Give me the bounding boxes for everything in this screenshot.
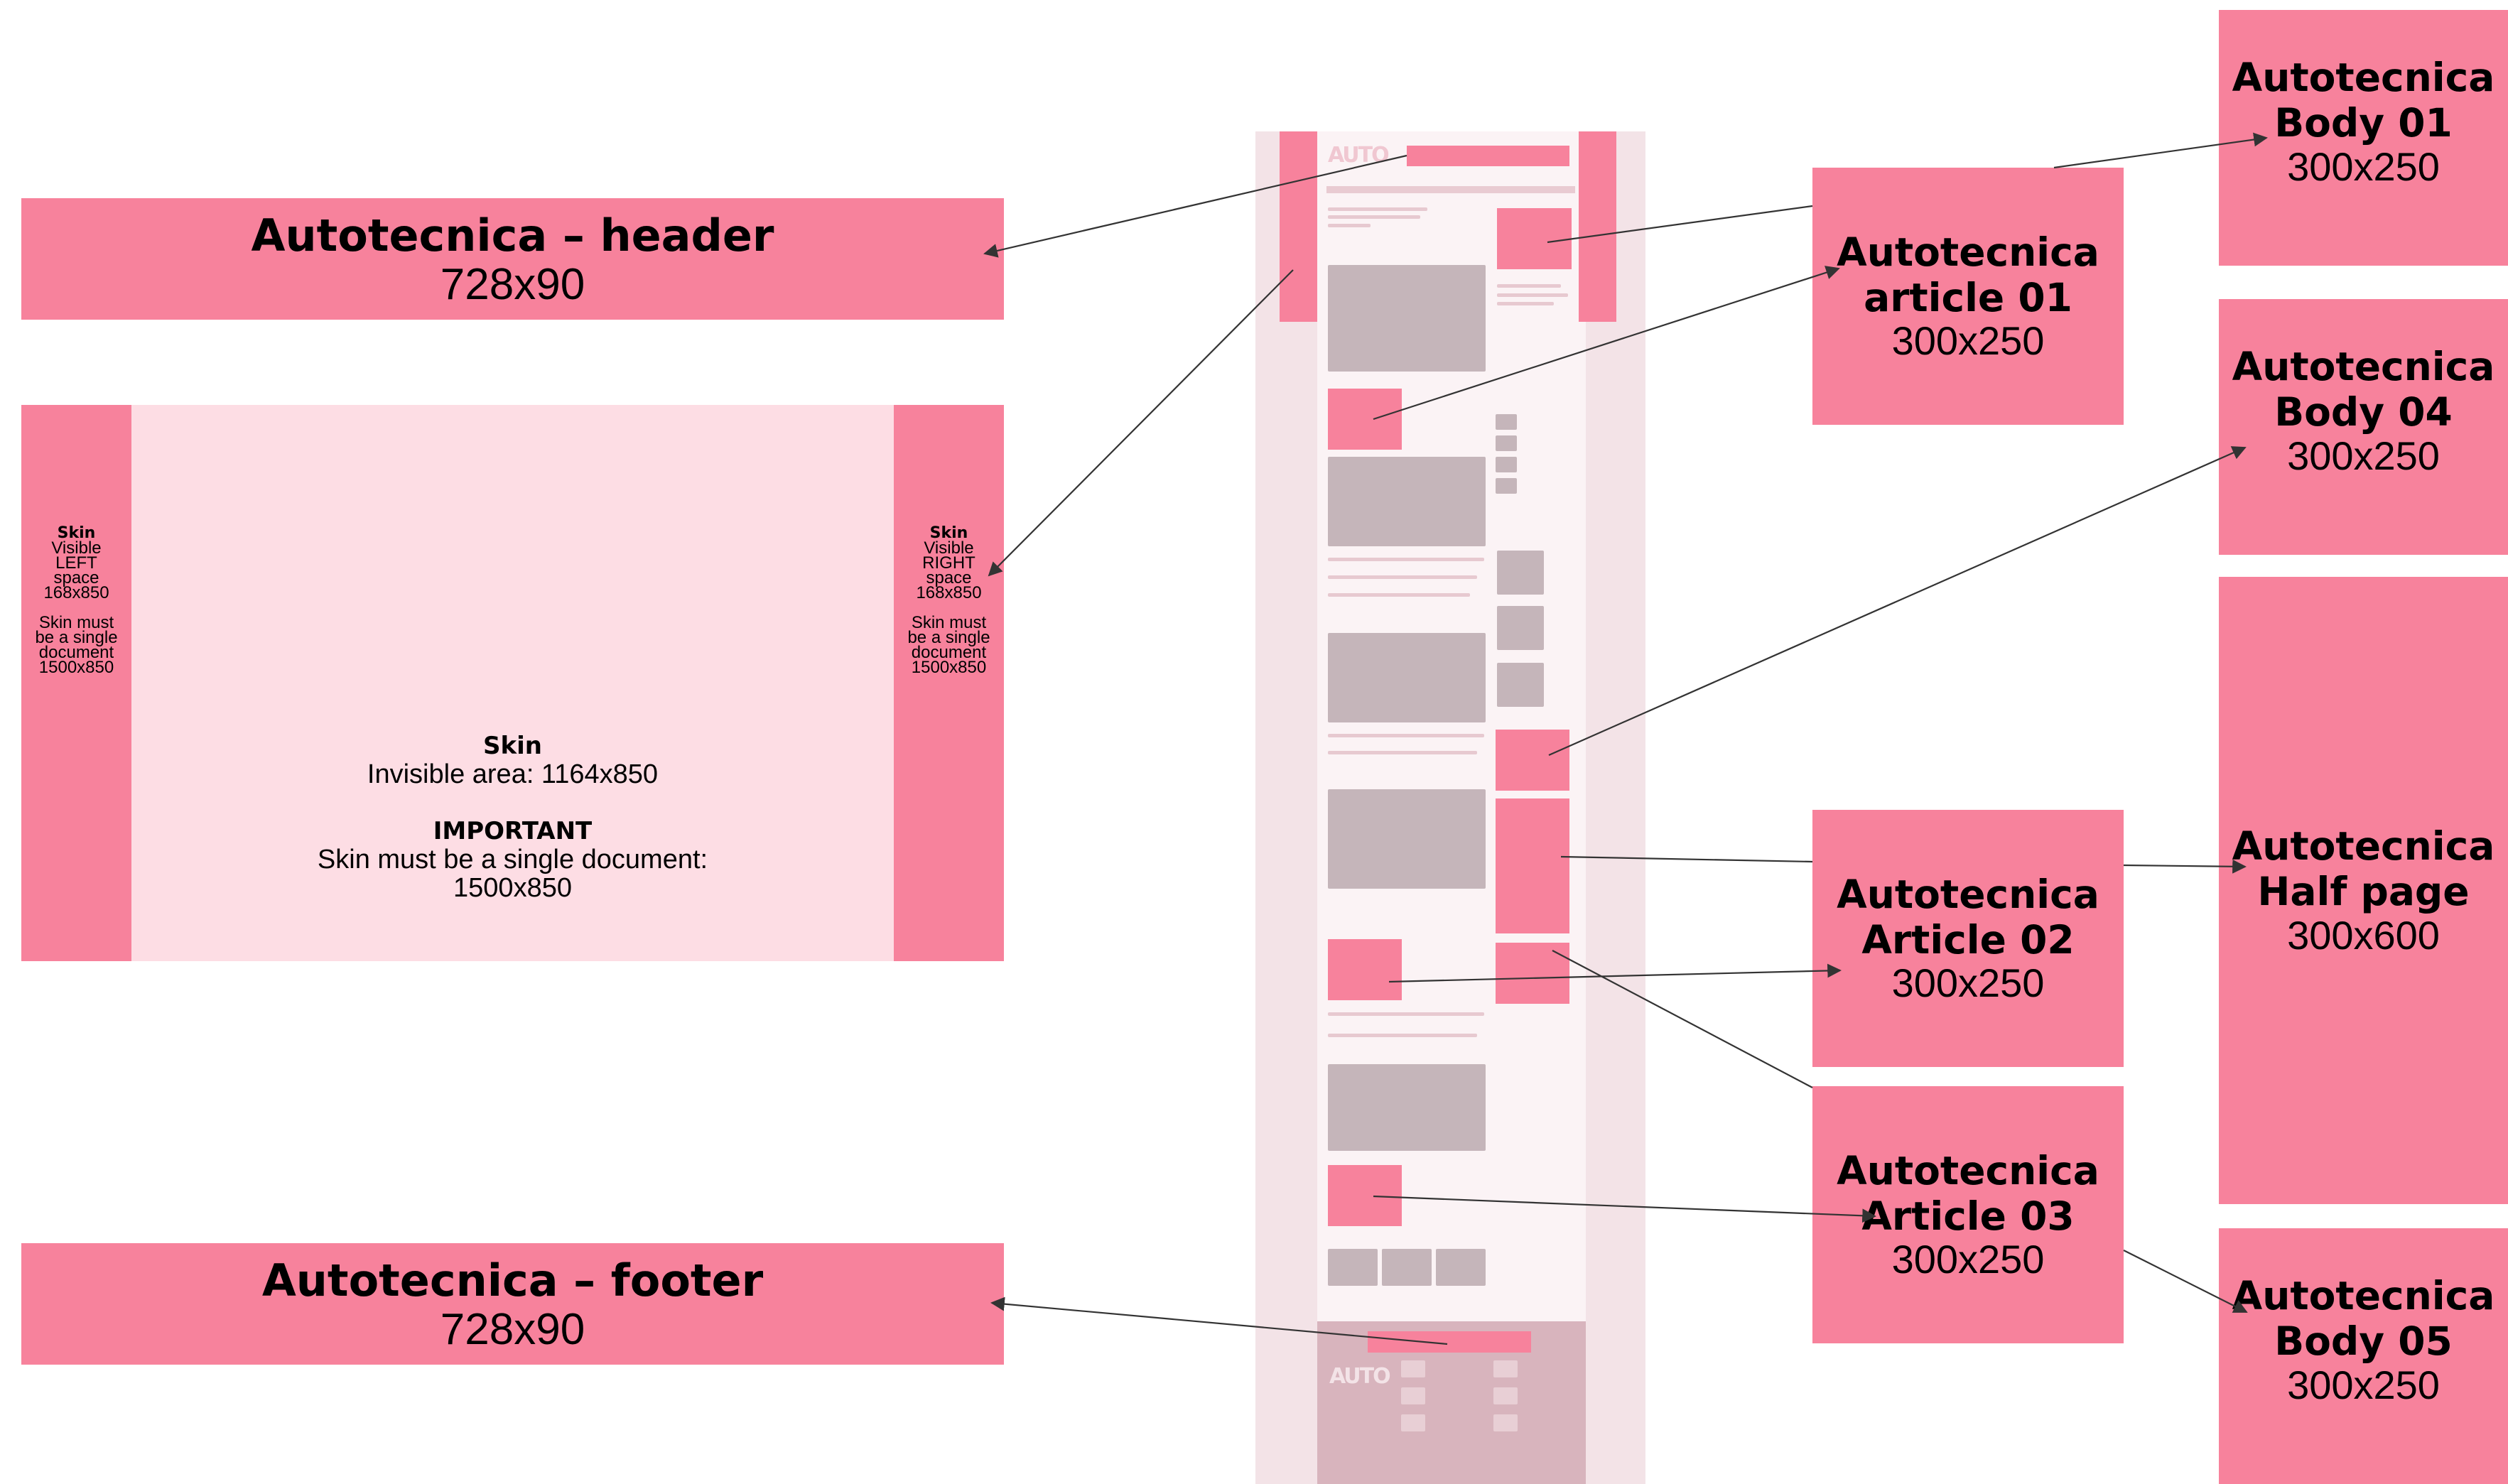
skin-center-text: Skin Invisible area: 1164x850 IMPORTANT … <box>131 732 894 902</box>
mockup-article-03-slot <box>1328 1165 1402 1226</box>
body-04-line2: Body 04 <box>2274 389 2453 435</box>
body-01-size: 300x250 <box>2287 143 2440 189</box>
mockup-body-04-slot <box>1496 730 1569 791</box>
mockup-half-page-slot <box>1496 798 1569 933</box>
skin-diagram: Skin Visible LEFT space 168x850 Skin mus… <box>21 405 1004 961</box>
mockup-body-01-slot <box>1497 208 1572 269</box>
skin-right-note: be a single <box>907 628 990 647</box>
mockup-hero-image <box>1328 265 1486 372</box>
article-01-size: 300x250 <box>1891 318 2045 364</box>
half-page-box: Autotecnica Half page 300x600 <box>2219 577 2508 1204</box>
skin-important-size: 1500x850 <box>453 873 572 903</box>
skin-right-panel: Skin Visible RIGHT space 168x850 Skin mu… <box>894 405 1004 961</box>
skin-left-note: be a single <box>35 628 118 647</box>
page-mockup: AUTO AUTO <box>1255 131 1645 1484</box>
body-04-line1: Autotecnica <box>2232 344 2495 389</box>
mockup-car-image-3 <box>1328 633 1486 722</box>
body-01-line1: Autotecnica <box>2232 55 2495 100</box>
body-01-line2: Body 01 <box>2274 99 2453 146</box>
half-page-line1: Autotecnica <box>2232 823 2495 870</box>
half-page-line2: Half page <box>2257 869 2470 915</box>
mockup-skin-left-rail <box>1280 131 1317 322</box>
skin-invisible-area: Invisible area: 1164x850 <box>367 759 659 789</box>
skin-left-line: Visible <box>51 538 102 558</box>
body-01-box: Autotecnica Body 01 300x250 <box>2219 10 2508 266</box>
mockup-footer-logo: AUTO <box>1329 1364 1391 1389</box>
skin-left-note: document <box>38 643 114 662</box>
article-02-line1: Autotecnica <box>1837 871 2099 917</box>
footer-ad-size: 728x90 <box>440 1304 585 1354</box>
skin-right-line: Visible <box>924 538 974 558</box>
body-05-line1: Autotecnica <box>2232 1273 2495 1318</box>
skin-right-line: space <box>926 568 972 587</box>
skin-left-note: Skin must <box>38 613 114 632</box>
skin-right-note: Skin must <box>911 613 987 632</box>
header-ad-title: Autotecnica – header <box>251 210 774 261</box>
mockup-skin-right-rail <box>1579 131 1616 322</box>
skin-left-panel: Skin Visible LEFT space 168x850 Skin mus… <box>21 405 131 961</box>
skin-right-line: RIGHT <box>922 553 975 573</box>
mockup-body-05-slot <box>1496 943 1569 1004</box>
skin-left-note: 1500x850 <box>38 658 114 677</box>
mockup-logo: AUTO <box>1328 143 1390 168</box>
article-01-box: Autotecnica article 01 300x250 <box>1812 168 2124 425</box>
skin-left-line: space <box>53 568 99 587</box>
mockup-car-image-4 <box>1328 789 1486 889</box>
header-ad-size: 728x90 <box>440 259 585 309</box>
skin-center-title: Skin <box>483 732 542 760</box>
mockup-footer-slot <box>1368 1331 1531 1353</box>
mockup-nav-bar <box>1326 186 1575 193</box>
skin-left-title: Skin <box>57 524 96 542</box>
article-02-line2: Article 02 <box>1861 916 2075 963</box>
mockup-car-image-2 <box>1328 457 1486 546</box>
footer-ad-title: Autotecnica – footer <box>261 1255 764 1306</box>
article-01-line2: article 01 <box>1864 274 2072 320</box>
body-05-box: Autotecnica Body 05 300x250 <box>2219 1228 2508 1484</box>
body-05-size: 300x250 <box>2287 1362 2440 1407</box>
skin-right-title: Skin <box>929 524 968 542</box>
skin-left-line: 168x850 <box>43 583 109 602</box>
arrow-body-04 <box>1548 446 2247 757</box>
skin-important-text: Skin must be a single document: <box>317 845 708 874</box>
article-03-line2: Article 03 <box>1861 1193 2075 1239</box>
mockup-header-slot <box>1407 146 1569 166</box>
header-ad-box: Autotecnica – header 728x90 <box>21 198 1004 320</box>
mockup-article-02-slot <box>1328 939 1402 1000</box>
footer-ad-box: Autotecnica – footer 728x90 <box>21 1243 1004 1365</box>
body-04-size: 300x250 <box>2287 433 2440 478</box>
skin-left-line: LEFT <box>55 553 97 573</box>
arrow-skin-right <box>988 269 1294 577</box>
article-02-size: 300x250 <box>1891 960 2045 1006</box>
skin-right-line: 168x850 <box>916 583 982 602</box>
article-01-line1: Autotecnica <box>1837 229 2099 275</box>
skin-right-note: document <box>911 643 987 662</box>
article-03-line1: Autotecnica <box>1837 1147 2099 1193</box>
article-03-box: Autotecnica Article 03 300x250 <box>1812 1086 2124 1343</box>
mockup-interior-image <box>1328 1064 1486 1151</box>
article-03-size: 300x250 <box>1891 1237 2045 1282</box>
half-page-size: 300x600 <box>2287 912 2440 958</box>
article-02-box: Autotecnica Article 02 300x250 <box>1812 810 2124 1067</box>
skin-important-label: IMPORTANT <box>433 817 593 845</box>
body-05-line2: Body 05 <box>2274 1318 2453 1364</box>
body-04-box: Autotecnica Body 04 300x250 <box>2219 299 2508 555</box>
skin-right-note: 1500x850 <box>911 658 987 677</box>
mockup-article-01-slot <box>1328 389 1402 450</box>
